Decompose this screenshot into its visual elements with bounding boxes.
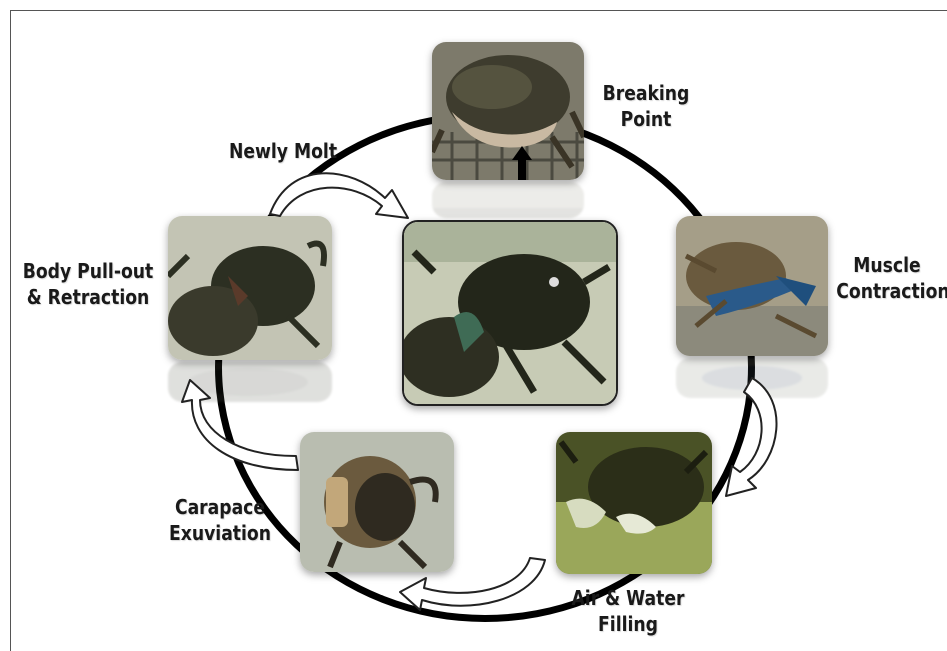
photo-muscle-contraction (676, 216, 828, 356)
stage-label-muscle-contraction: Muscle Contraction (836, 252, 937, 304)
body-pullout-reflection (168, 362, 332, 402)
photo-air-water-filling (556, 432, 712, 574)
stage-label-breaking-point: Breaking Point (594, 80, 697, 132)
frame-border-top (10, 10, 947, 11)
breaking-point-reflection (432, 182, 584, 218)
stage-label-body-pullout: Body Pull-out & Retraction (23, 258, 154, 310)
stage-label-carapace-exuviation: Carapace Exuviation (160, 494, 280, 546)
photo-breaking-point (432, 42, 584, 180)
photo-carapace-exuviation (300, 432, 454, 572)
muscle-contraction-reflection (676, 358, 828, 398)
frame-border-left (10, 10, 11, 651)
photo-body-pullout (168, 216, 332, 360)
stage-label-newly-molt: Newly Molt (223, 138, 343, 164)
stage-label-air-water-filling: Air & Water Filling (568, 585, 688, 637)
photo-newly-molt-center (402, 220, 618, 406)
